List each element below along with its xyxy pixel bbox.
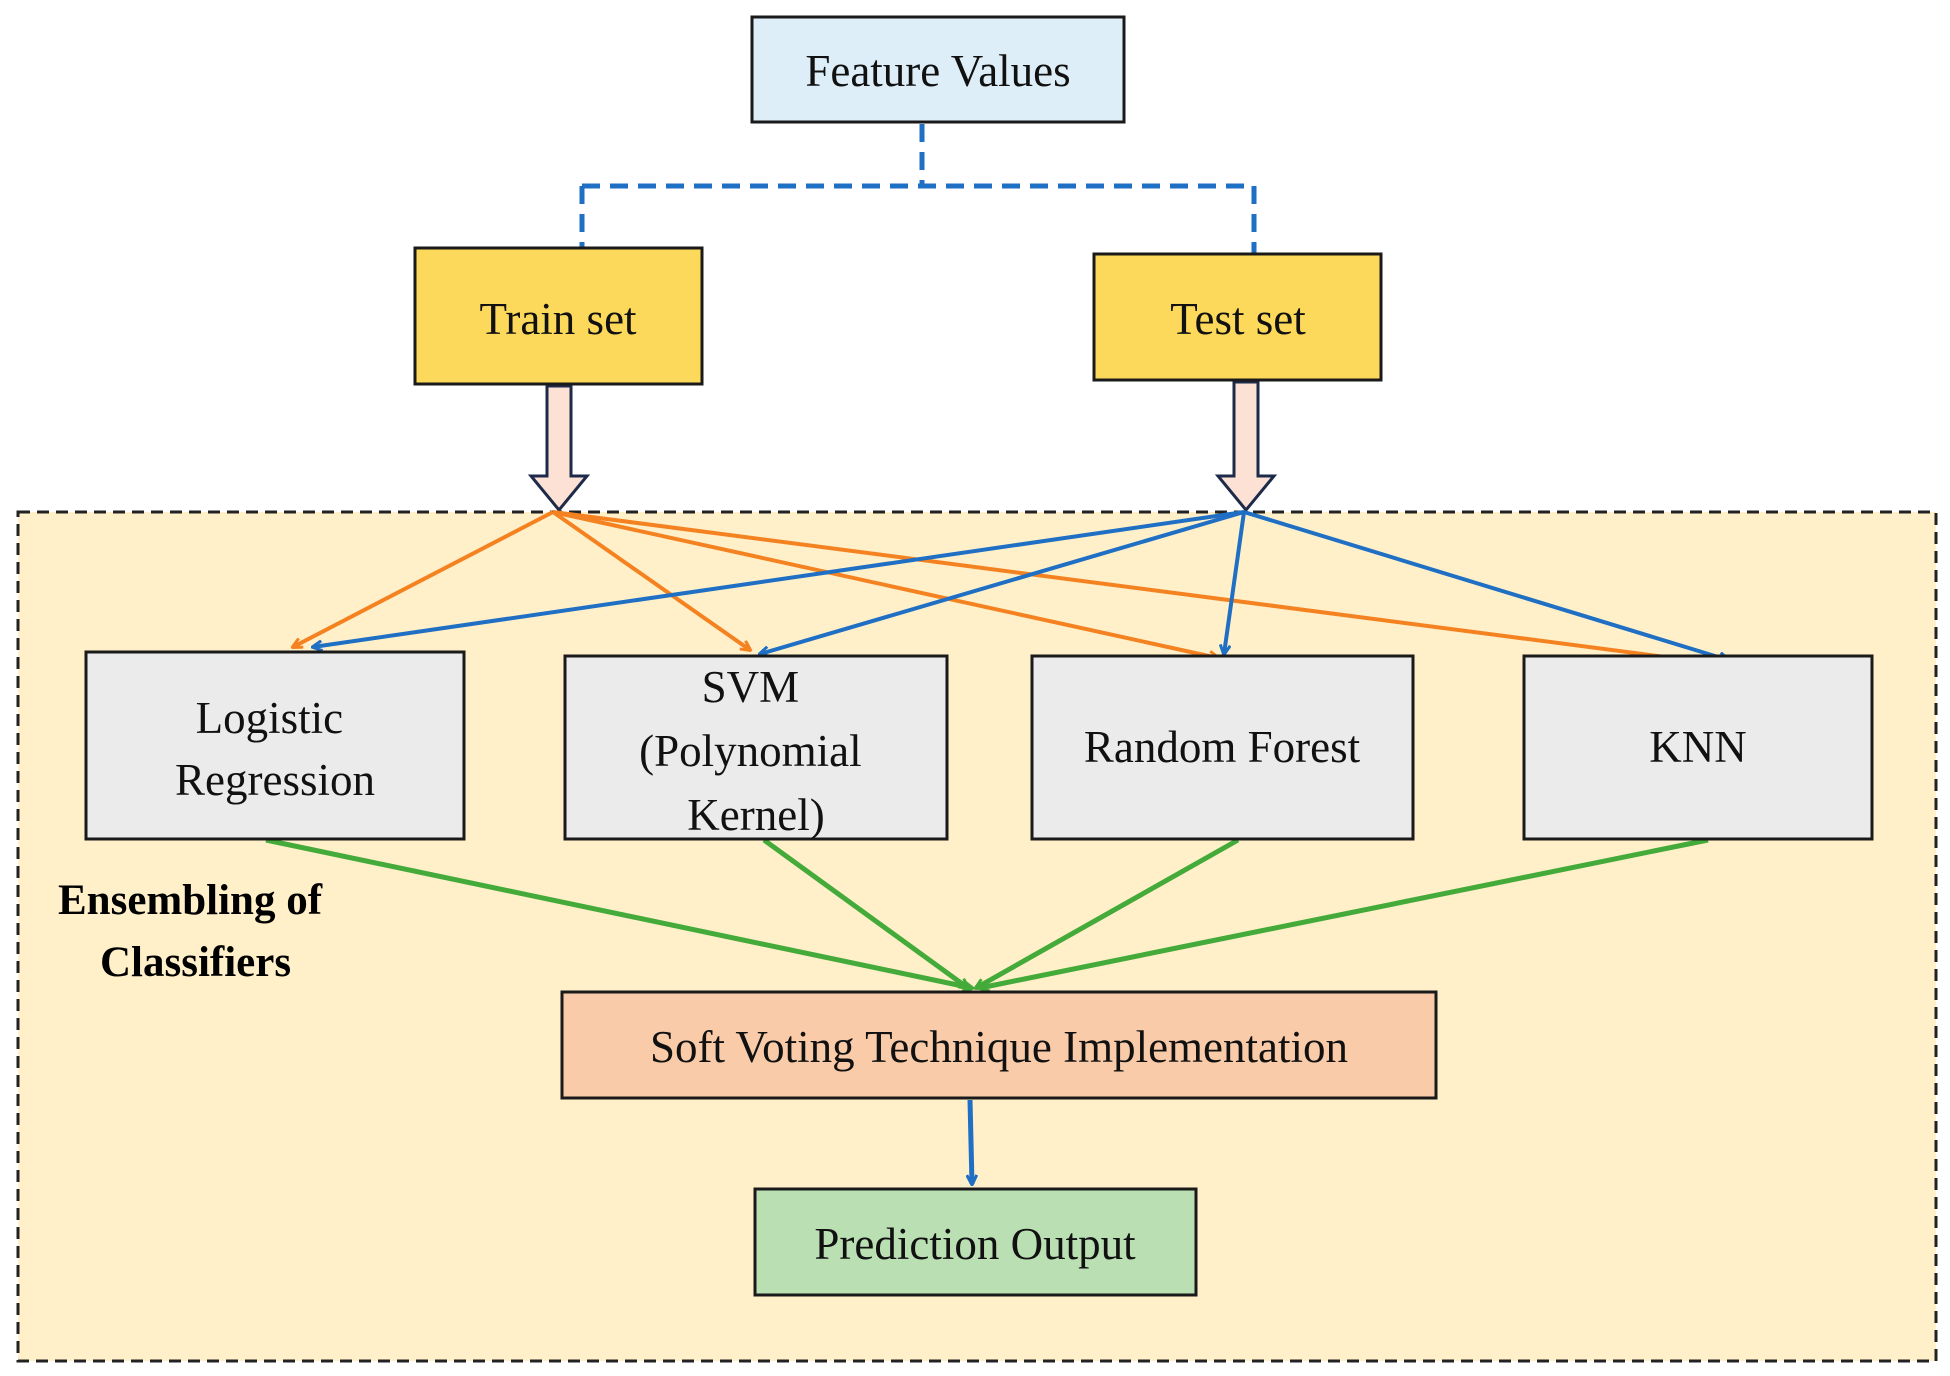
test-to-knn-edge — [1243, 510, 1728, 660]
logistic-regression-line-2: Regression — [175, 755, 375, 805]
train-set-label: Train set — [479, 294, 637, 344]
random-forest-node: Random Forest — [1030, 654, 1415, 841]
logistic-regression-node: Logistic Regression — [84, 650, 466, 841]
svm-line-2: (Polynomial — [639, 726, 862, 776]
svm-line-3: Kernel) — [687, 790, 824, 840]
train-block-arrow — [527, 384, 591, 513]
svm-node: SVM (Polynomial Kernel) — [563, 654, 949, 841]
logistic-regression-label: Logistic Regression — [175, 693, 375, 805]
train-to-knn-edge — [552, 510, 1704, 662]
test-set-label: Test set — [1170, 294, 1306, 344]
test-to-rf-edge — [1224, 511, 1246, 654]
rf-to-voting-edge — [976, 837, 1240, 991]
feature-values-label: Feature Values — [805, 46, 1070, 96]
svm-label: SVM (Polynomial Kernel) — [639, 662, 873, 840]
test-block-arrow — [1214, 380, 1278, 513]
test-to-logistic-edge — [313, 510, 1245, 647]
test-to-svm-edge — [760, 510, 1245, 654]
ensemble-group-label: Ensembling of Classifiers — [58, 877, 333, 986]
test-set-node: Test set — [1092, 252, 1383, 382]
knn-to-voting-edge — [980, 837, 1709, 988]
train-to-logistic-edge — [293, 510, 554, 647]
prediction-output-label: Prediction Output — [814, 1219, 1136, 1269]
test-edges — [313, 510, 1728, 660]
logistic-to-voting-edge — [265, 837, 972, 988]
train-to-rf-edge — [552, 510, 1218, 658]
train-to-svm-edge — [551, 510, 750, 650]
vote-edges — [265, 837, 1709, 991]
knn-node: KNN — [1522, 654, 1874, 841]
ensemble-group-label-line-1: Ensembling of — [58, 877, 323, 924]
random-forest-label: Random Forest — [1084, 722, 1361, 772]
train-edges — [293, 510, 1704, 662]
feature-values-node: Feature Values — [750, 15, 1126, 124]
logistic-regression-line-1: Logistic — [196, 693, 343, 743]
split-connector — [579, 124, 1257, 254]
soft-voting-label: Soft Voting Technique Implementation — [650, 1022, 1348, 1072]
prediction-output-node: Prediction Output — [753, 1187, 1198, 1297]
knn-label: KNN — [1649, 722, 1747, 772]
ensemble-group-label-line-2: Classifiers — [100, 939, 291, 986]
svm-line-1: SVM — [702, 662, 800, 712]
train-set-node: Train set — [413, 246, 704, 386]
svm-to-voting-edge — [762, 837, 968, 988]
soft-voting-node: Soft Voting Technique Implementation — [560, 990, 1438, 1100]
voting-to-prediction-edge — [970, 1099, 972, 1184]
